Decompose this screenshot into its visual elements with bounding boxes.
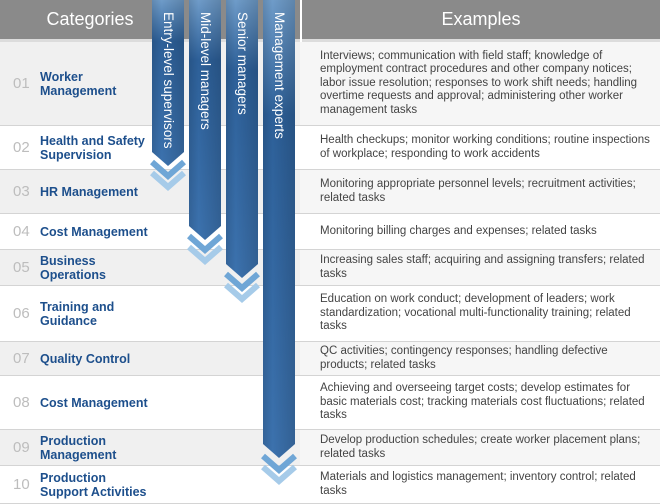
example-text: Education on work conduct; development o… — [320, 293, 631, 333]
categories-header: Categories — [0, 0, 300, 42]
example-text: Develop production schedules; create wor… — [320, 434, 641, 460]
category-cell: 09 Production Management — [0, 430, 300, 465]
example-cell: Interviews; communication with field sta… — [300, 42, 660, 125]
category-label: Business Operations — [40, 253, 106, 282]
category-cell: 08 Cost Management — [0, 376, 300, 429]
row-number: 08 — [13, 394, 30, 411]
example-text: Achieving and overseeing target costs; d… — [320, 382, 645, 422]
example-cell: Health checkups; monitor working conditi… — [300, 126, 660, 169]
category-label: Health and Safety Supervision — [40, 133, 145, 162]
example-cell: Materials and logistics management; inve… — [300, 466, 660, 503]
categories-header-label: Categories — [46, 9, 134, 29]
example-text: Interviews; communication with field sta… — [320, 49, 638, 116]
table-row-02: 02 Health and Safety Supervision Health … — [0, 126, 660, 170]
table-row-07: 07 Quality Control QC activities; contin… — [0, 342, 660, 376]
category-label: Quality Control — [40, 351, 131, 366]
category-cell: 10 Production Support Activities — [0, 466, 300, 503]
example-cell: Increasing sales staff; acquiring and as… — [300, 250, 660, 285]
example-cell: QC activities; contingency responses; ha… — [300, 342, 660, 375]
table-row-05: 05 Business Operations Increasing sales … — [0, 250, 660, 286]
category-label: Production Management — [40, 433, 117, 462]
category-cell: 06 Training and Guidance — [0, 286, 300, 341]
row-number: 05 — [13, 259, 30, 276]
table-row-03: 03 HR Management Monitoring appropriate … — [0, 170, 660, 214]
category-label: Training and Guidance — [40, 299, 115, 328]
example-cell: Monitoring billing charges and expenses;… — [300, 214, 660, 249]
category-cell: 01 Worker Management — [0, 42, 300, 125]
examples-header: Examples — [302, 0, 660, 42]
example-text: Increasing sales staff; acquiring and as… — [320, 254, 645, 280]
row-number: 02 — [13, 139, 30, 156]
example-text: Health checkups; monitor working conditi… — [320, 134, 650, 160]
table-row-04: 04 Cost Management Monitoring billing ch… — [0, 214, 660, 250]
row-number: 10 — [13, 476, 30, 493]
row-number: 09 — [13, 439, 30, 456]
table-row-06: 06 Training and Guidance Education on wo… — [0, 286, 660, 342]
category-cell: 03 HR Management — [0, 170, 300, 213]
category-cell: 04 Cost Management — [0, 214, 300, 249]
example-text: Monitoring appropriate personnel levels;… — [320, 178, 636, 204]
examples-header-label: Examples — [441, 9, 521, 29]
example-cell: Develop production schedules; create wor… — [300, 430, 660, 465]
example-cell: Monitoring appropriate personnel levels;… — [300, 170, 660, 213]
category-cell: 05 Business Operations — [0, 250, 300, 285]
row-number: 03 — [13, 183, 30, 200]
example-cell: Education on work conduct; development o… — [300, 286, 660, 341]
table-row-08: 08 Cost Management Achieving and oversee… — [0, 376, 660, 430]
example-cell: Achieving and overseeing target costs; d… — [300, 376, 660, 429]
table-row-01: 01 Worker Management Interviews; communi… — [0, 42, 660, 126]
category-label: HR Management — [40, 184, 138, 199]
table-row-10: 10 Production Support Activities Materia… — [0, 466, 660, 504]
row-number: 01 — [13, 75, 30, 92]
table-row-09: 09 Production Management Develop product… — [0, 430, 660, 466]
category-cell: 07 Quality Control — [0, 342, 300, 375]
category-label: Cost Management — [40, 224, 148, 239]
row-number: 04 — [13, 223, 30, 240]
category-label: Cost Management — [40, 395, 148, 410]
example-text: Monitoring billing charges and expenses;… — [320, 224, 597, 237]
row-number: 07 — [13, 350, 30, 367]
category-label: Production Support Activities — [40, 470, 147, 499]
example-text: QC activities; contingency responses; ha… — [320, 345, 608, 371]
example-text: Materials and logistics management; inve… — [320, 471, 636, 497]
row-number: 06 — [13, 305, 30, 322]
category-cell: 02 Health and Safety Supervision — [0, 126, 300, 169]
category-label: Worker Management — [40, 69, 117, 98]
